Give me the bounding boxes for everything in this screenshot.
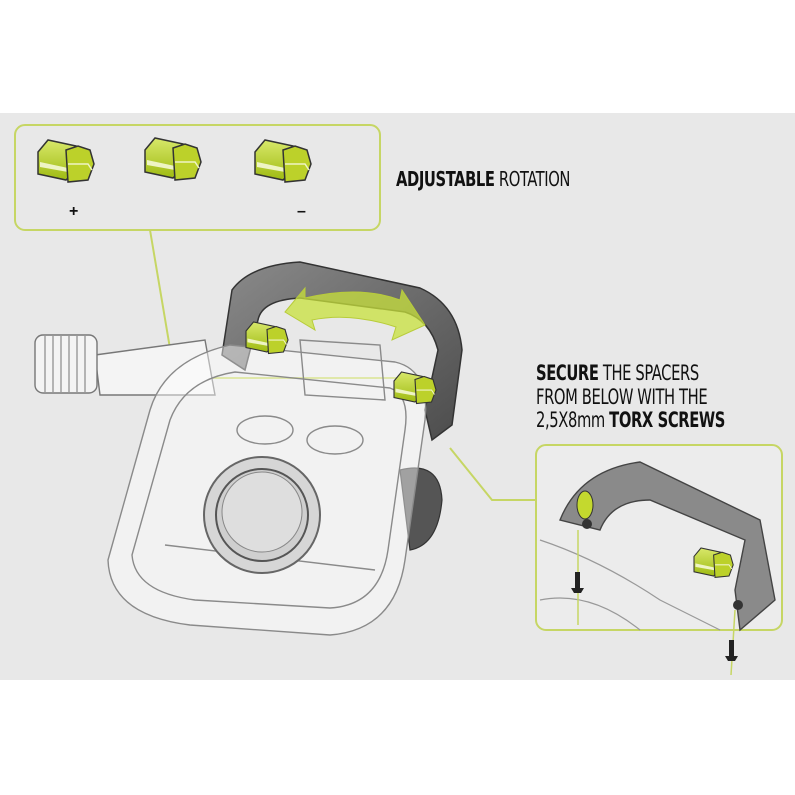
spacer-minus-icon xyxy=(254,139,312,183)
instruction-text: FROM BELOW WITH THE xyxy=(536,384,708,409)
spacer-minus-label: – xyxy=(297,203,306,220)
spacer-plus-label: + xyxy=(69,203,79,220)
heading-bold: ADJUSTABLE xyxy=(396,167,495,191)
instruction-bold: SECURE xyxy=(536,361,599,385)
secure-spacers-instructions: SECURE THE SPACERS FROM BELOW WITH THE 2… xyxy=(536,361,726,433)
mounted-spacer-icon xyxy=(245,321,289,355)
torx-screw-icon xyxy=(571,572,584,593)
instruction-text: THE SPACERS xyxy=(602,361,699,385)
rotation-options-frame xyxy=(14,124,381,231)
heading-regular: ROTATION xyxy=(498,167,571,191)
torx-screw-icon xyxy=(725,640,738,661)
spacer-plus-icon xyxy=(37,139,95,183)
screw-size: 2,5X8mm xyxy=(536,408,605,433)
instruction-bold: TORX SCREWS xyxy=(609,408,726,433)
mounted-spacer-icon xyxy=(393,371,437,405)
leader-line xyxy=(449,447,536,501)
pedal-spindle xyxy=(34,334,216,396)
adjustable-rotation-heading: ADJUSTABLE ROTATION xyxy=(396,168,570,190)
spacer-neutral-icon xyxy=(144,137,202,181)
screw-detail-inset xyxy=(535,444,783,632)
pedal-side xyxy=(399,467,443,551)
rotation-arrow-icon xyxy=(284,286,426,341)
cleat-mechanism xyxy=(203,456,321,574)
